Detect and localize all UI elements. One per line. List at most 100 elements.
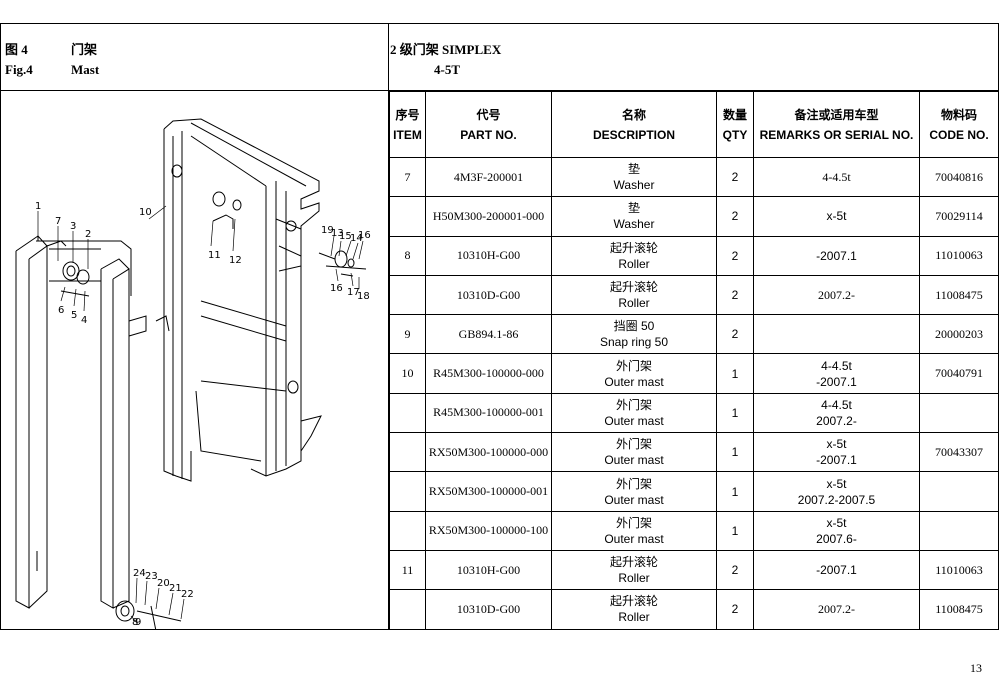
callout-number: 15 [339,231,352,242]
callout-number: 23 [145,571,158,582]
item-cell [389,392,426,434]
remarks-cell: x-5t [753,196,920,237]
item-cell: 11 [389,549,426,591]
item-cell [389,196,426,237]
callout-number: 2 [85,229,91,240]
qty-cell: 2 [716,196,754,237]
callout-number: 13 [331,228,344,239]
callout-number: 17 [347,287,360,298]
callout-number: 3 [70,221,76,232]
qty-cell: 1 [716,510,754,551]
qty-cell: 1 [716,353,754,394]
description-cn: 垫 [627,162,640,177]
description-en: Roller [618,256,650,271]
figure-number-en: Fig.4 [5,62,33,77]
remark-line: 2007.2- [818,601,855,616]
callout-number: 8 [132,617,138,628]
callout-number: 14 [350,233,363,244]
part-no-cell: RX50M300-100000-100 [425,510,552,551]
callout-number: 16 [330,283,343,294]
description-cn: 垫 [627,201,640,216]
description-en: Outer mast [604,374,664,389]
callout-number: 22 [181,589,194,600]
remark-line: 4-4.5t [821,358,852,373]
figure-title-en: Mast [71,62,100,77]
code-no-cell [919,471,999,512]
remark-line: -2007.1 [816,453,857,468]
part-no-cell: RX50M300-100000-000 [425,432,552,473]
remark-line: -2007.1 [816,374,857,389]
qty-cell: 1 [716,471,754,512]
qty-cell: 2 [716,549,754,591]
qty-cell: 2 [716,314,754,355]
part-no-cell: 10310D-G00 [425,274,552,316]
callout-number: 9 [135,617,141,628]
part-no-cell: R45M300-100000-001 [425,392,552,434]
remark-line: x-5t [826,209,847,224]
code-no-cell: 70040816 [919,156,999,198]
remark-line: 2007.2-2007.5 [797,492,876,507]
mast-type: 2 级门架 SIMPLEX [390,42,502,57]
callout-number: 24 [133,568,146,579]
callout-number: 5 [71,310,77,321]
code-no-cell [919,392,999,434]
description-en: Outer mast [604,413,664,428]
remark-line: 4-4.5t [822,169,851,184]
description-en: Washer [613,178,655,193]
qty-cell: 2 [716,235,754,276]
part-no-cell: 10310D-G00 [425,589,552,630]
callout-number: 18 [357,291,370,302]
description-cn: 外门架 [615,515,652,530]
figure-title-cn: 门架 [71,42,98,57]
description-en: Roller [618,296,650,311]
code-no-cell: 70040791 [919,353,999,394]
remark-line: x-5t [826,476,847,491]
part-no-cell: H50M300-200001-000 [425,196,552,237]
code-no-cell: 11008475 [919,589,999,630]
description-en: Snap ring 50 [599,335,669,350]
part-no-cell: 10310H-G00 [425,235,552,276]
code-no-cell: 20000203 [919,314,999,355]
qty-cell: 1 [716,432,754,473]
code-no-cell: 70029114 [919,196,999,237]
capacity-range: 4-5T [434,62,460,77]
item-cell: 9 [389,314,426,355]
description-cn: 外门架 [615,476,652,491]
description-en: Washer [613,217,655,232]
remark-line: 2007.6- [816,531,857,546]
callout-number: 10 [139,207,152,218]
page-number: 13 [970,661,982,675]
callout-number: 4 [81,315,87,326]
figure-number-cn: 图 4 [5,42,28,57]
description-cn: 起升滚轮 [609,240,658,255]
remark-line: x-5t [826,437,847,452]
description-cn: 起升滚轮 [609,594,658,609]
description-cn: 外门架 [615,397,652,412]
remarks-cell: 2007.2- [753,589,920,630]
description-cn: 挡圈 50 [613,319,655,334]
remarks-cell: 4-4.5t-2007.1 [753,353,920,394]
item-cell [389,510,426,551]
